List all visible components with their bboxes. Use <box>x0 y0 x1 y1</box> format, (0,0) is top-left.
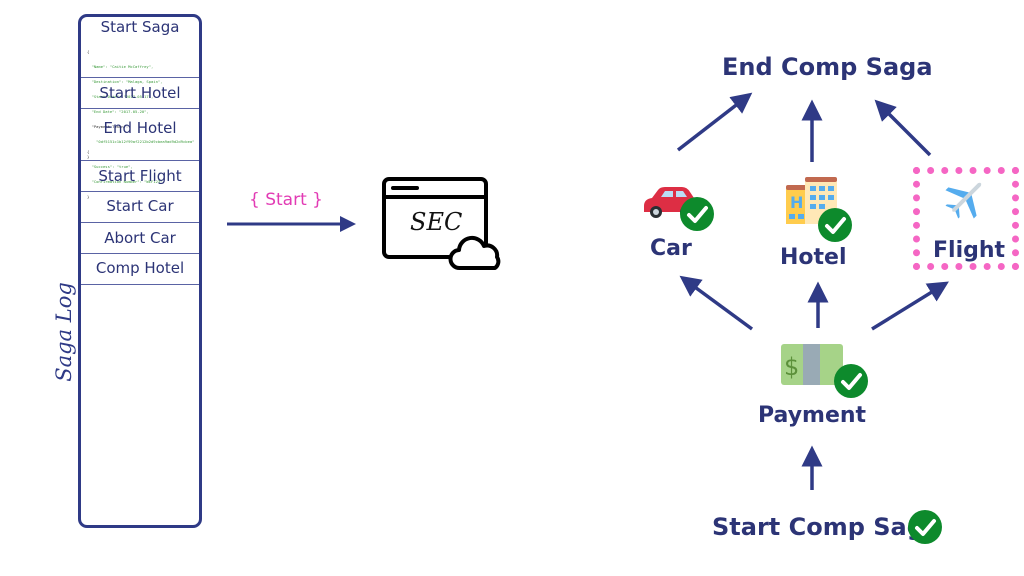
json-line: "0df5151c1b12f99af2212b2d9cbea9ad9d2d9cb… <box>87 139 195 144</box>
json-line: { <box>87 49 90 54</box>
log-entry-title: Abort Car <box>104 229 176 247</box>
money-icon: $ <box>781 344 843 385</box>
airplane-icon <box>945 182 982 219</box>
sec-label: SEC <box>410 208 463 236</box>
json-line: "Destination": "Malaga, Spain", <box>87 79 163 84</box>
log-entry-start-flight[interactable]: Start Flight <box>81 161 199 192</box>
start-comp-saga-label: Start Comp Saga <box>712 513 941 541</box>
log-entry-start-car[interactable]: Start Car <box>81 192 199 223</box>
json-line: } <box>87 154 90 159</box>
log-entry-abort-car[interactable]: Abort Car <box>81 223 199 254</box>
car-label: Car <box>650 236 692 261</box>
json-line: "Success": "true", <box>87 164 133 169</box>
log-entry-title: Start Hotel <box>99 84 181 102</box>
arrow-payment-to-flight <box>871 281 949 331</box>
sec-component[interactable]: SEC <box>380 176 505 276</box>
payment-node[interactable]: $ Payment <box>756 340 876 435</box>
svg-text:H: H <box>790 193 803 212</box>
payment-label: Payment <box>758 403 867 428</box>
json-line: "Name": "Caitie McCaffrey", <box>87 64 154 69</box>
json-line: } <box>87 194 90 199</box>
log-entry-payload: { "Name": "Caitie McCaffrey", "Destinati… <box>81 39 199 169</box>
hotel-check-icon <box>818 208 852 242</box>
car-node[interactable]: Car <box>638 180 728 270</box>
json-line: "Start Date": "2017-05-17", <box>87 94 154 99</box>
payment-check-icon <box>834 364 868 398</box>
flight-label: Flight <box>933 238 1006 263</box>
saga-log: Start Saga { "Name": "Caitie McCaffrey",… <box>78 14 202 528</box>
log-entry-title: End Hotel <box>103 119 177 137</box>
arrow-car-to-end <box>676 92 753 152</box>
start-check-icon <box>908 510 942 544</box>
log-entry-start-hotel[interactable]: Start Hotel <box>81 78 199 109</box>
hotel-label: Hotel <box>780 245 847 270</box>
json-line: "Confirmation Number": "WEF123" <box>87 179 163 184</box>
json-line: "End Date": "2017-05-20", <box>87 109 149 114</box>
end-comp-saga-label: End Comp Saga <box>722 53 933 81</box>
log-entry-start-saga[interactable]: Start Saga { "Name": "Caitie McCaffrey",… <box>81 17 199 159</box>
start-message-label: { Start } <box>249 190 323 210</box>
flight-node[interactable]: Flight <box>913 167 1019 270</box>
arrow-flight-to-end <box>874 99 932 157</box>
log-entry-title: Start Flight <box>98 167 182 185</box>
json-line: "Payment Token": <box>87 124 129 129</box>
log-entry-comp-hotel[interactable]: Comp Hotel <box>81 254 199 285</box>
start-comp-saga-node[interactable]: Start Comp Saga <box>712 508 952 548</box>
log-entry-payload: { "Success": "true", "Confirmation Numbe… <box>81 139 199 209</box>
message-arrow <box>227 216 356 232</box>
log-entry-title: Comp Hotel <box>95 259 185 277</box>
json-line: { <box>87 149 90 154</box>
hotel-node[interactable]: H Hotel <box>780 174 870 274</box>
browser-cloud-icon <box>382 177 501 270</box>
arrow-payment-to-car <box>679 275 754 331</box>
log-entry-title: Start Saga <box>100 18 180 36</box>
car-check-icon <box>680 197 714 231</box>
log-entry-title: Start Car <box>106 197 174 215</box>
log-entry-end-hotel[interactable]: End Hotel { "Success": "true", "Confirma… <box>81 109 199 199</box>
svg-text:$: $ <box>784 353 799 381</box>
flight-highlight-box <box>913 167 1019 270</box>
